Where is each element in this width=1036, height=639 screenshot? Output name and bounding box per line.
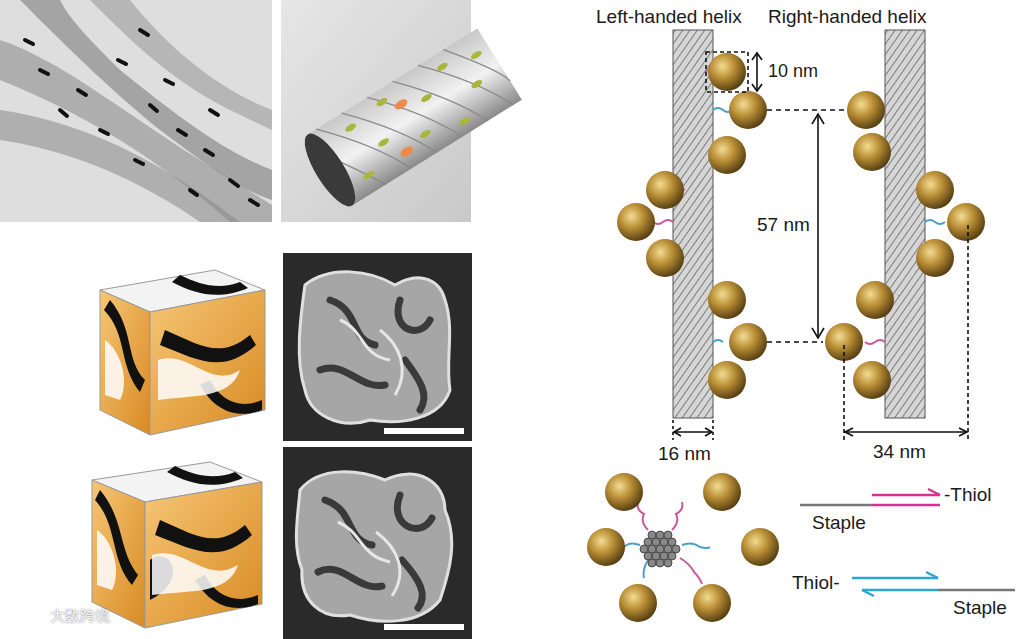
sem-image <box>283 447 472 639</box>
twisted-fibre-model <box>281 0 522 222</box>
strand-label: Staple <box>812 512 866 534</box>
watermark: 大数跨境 <box>50 608 110 625</box>
chiral-cube-model <box>100 270 265 435</box>
sem-image <box>283 253 472 441</box>
dimension-lines <box>673 52 968 440</box>
dimension-label: 16 nm <box>658 443 711 465</box>
strand-label: Thiol- <box>792 572 840 594</box>
watermark-logo <box>13 609 41 627</box>
panel-title: Right-handed helix <box>768 6 926 28</box>
cross-section <box>587 473 779 622</box>
dimension-label: 10 nm <box>768 61 818 82</box>
dimension-label: 34 nm <box>873 441 926 463</box>
tem-image <box>0 0 272 222</box>
dna-linker <box>653 70 945 344</box>
dimension-label: 57 nm <box>757 214 810 236</box>
strand-label: Staple <box>953 597 1007 619</box>
chiral-cube-model <box>92 462 262 628</box>
strand-label: -Thiol <box>944 484 992 506</box>
panel-title: Left-handed helix <box>596 6 742 28</box>
gold-nanoparticle <box>617 53 985 399</box>
dna-origami-bundle <box>673 30 925 418</box>
